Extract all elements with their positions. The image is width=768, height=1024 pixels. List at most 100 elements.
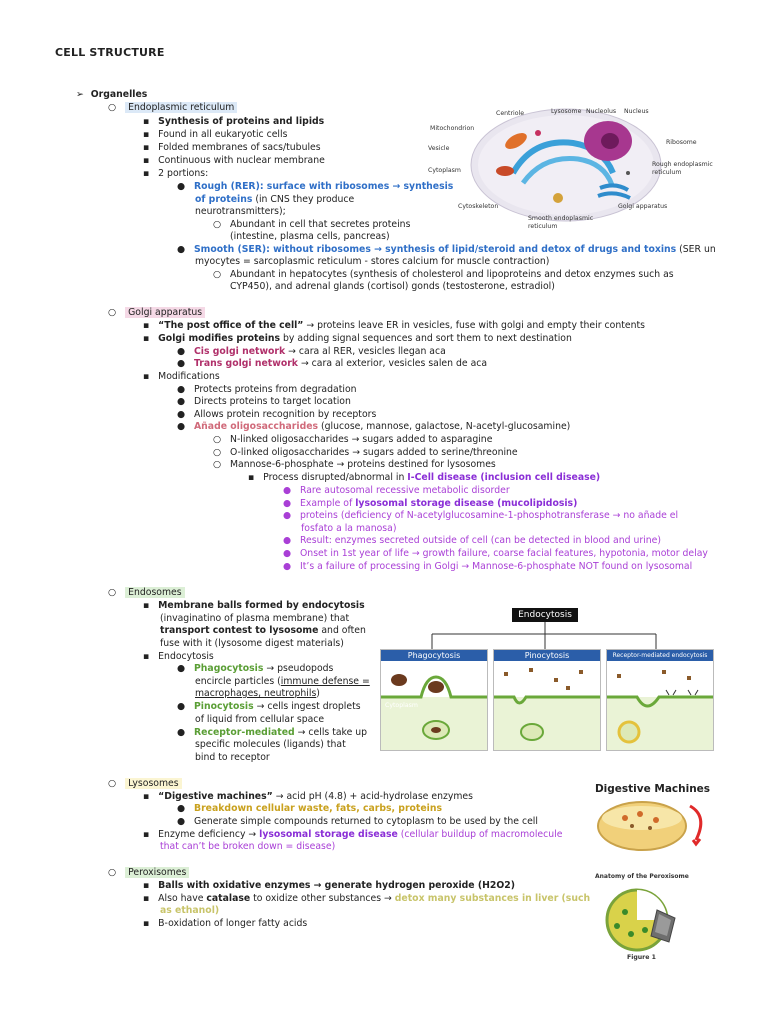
circle-bullet-icon: ○ [108, 102, 117, 113]
oligo-2: ○ O-linked oligosaccharides → sugars add… [213, 447, 518, 458]
circle-bullet-icon: ○ [108, 778, 117, 789]
lysosome-illustration [597, 801, 703, 851]
endo-heading: ○ Endosomes [108, 587, 185, 599]
ser-sub-2: CYP450), and adrenal glands (cortisol) g… [230, 281, 555, 292]
cell-diagram-illustration [470, 108, 662, 222]
lyso-sub-1: ● Breakdown cellular waste, fats, carbs,… [177, 803, 443, 814]
receptor-cont: specific molecules (ligands) that [195, 739, 346, 750]
perox-bullet-2: ▪ Also have catalase to oxidize other su… [143, 893, 591, 904]
perox-bullet-2-cont: as ethanol) [160, 905, 220, 916]
label-nucleus: Nucleus [624, 108, 649, 115]
trans-golgi: ● Trans golgi network → cara al exterior… [177, 358, 488, 369]
organelles-heading: ➢ Organelles [76, 89, 148, 100]
golgi-bullet-1: ▪ “The post office of the cell” → protei… [143, 320, 645, 331]
oligo-1: ○ N-linked oligosaccharides → sugars add… [213, 434, 493, 445]
rer-item-cont: of proteins (in CNS they produce [195, 194, 355, 205]
icell-3-cont: fosfato a la manosa) [301, 523, 397, 534]
oligo-3: ○ Mannose-6-phosphate → proteins destine… [213, 459, 496, 470]
phago-cont: encircle particles (immune defense = [195, 676, 370, 687]
mod-4: ● Añade oligosaccharides (glucose, manno… [177, 421, 571, 432]
pinocytosis-panel: Pinocytosis [493, 649, 601, 751]
icell-2: ● Example of lysosomal storage disease (… [283, 498, 578, 509]
er-bullet-4: ▪ Continuous with nuclear membrane [143, 155, 325, 166]
phagocytosis-panel: Phagocytosis Cytoplasm [380, 649, 488, 751]
digestive-machines-figure: Digestive Machines [590, 780, 715, 855]
rer-item: ● Rough (RER): surface with ribosomes → … [177, 181, 454, 192]
label-smooth-er-2: reticulum [528, 223, 558, 230]
endo-bullet-1: ▪ Membrane balls formed by endocytosis [143, 600, 365, 611]
icell-4: ● Result: enzymes secreted outside of ce… [283, 535, 662, 546]
icell-6: ● It’s a failure of processing in Golgi … [283, 561, 693, 572]
receptor-cont2: bind to receptor [195, 752, 270, 763]
golgi-bullet-2: ▪ Golgi modifies proteins by adding sign… [143, 333, 572, 344]
endocytosis-title: Endocytosis [512, 608, 578, 622]
endo-bullet-1-cont: (invaginatino of plasma membrane) that [160, 613, 350, 624]
receptor-panel: Receptor-mediated endocytosis [606, 649, 714, 751]
label-lysosome: Lysosome [551, 108, 582, 115]
cis-golgi: ● Cis golgi network → cara al RER, vesic… [177, 346, 446, 357]
ser-item-cont: myocytes = sarcoplasmic reticulum - stor… [195, 256, 550, 267]
label-vesicle: Vesicle [428, 145, 450, 152]
icell-1: ● Rare autosomal recessive metabolic dis… [283, 485, 510, 496]
phago-item: ● Phagocytosis → pseudopods [177, 663, 334, 674]
perox-bullet-3: ▪ B-oxidation of longer fatty acids [143, 918, 308, 929]
peroxisome-figure-title: Anatomy of the Peroxisome [595, 873, 689, 880]
label-rough-er-2: reticulum [652, 169, 682, 176]
label-cytoskeleton: Cytoskeleton [458, 203, 499, 210]
label-smooth-er: Smooth endoplasmic [528, 215, 594, 222]
arrow-bullet-icon: ➢ [76, 89, 84, 100]
label-centriole: Centriole [496, 110, 525, 117]
mod-1: ● Protects proteins from degradation [177, 384, 357, 395]
pinocytosis-panel-title: Pinocytosis [494, 650, 600, 661]
endo-bullet-1-cont3: fuse with it (lysosome digest materials) [160, 638, 344, 649]
endo-bullet-1-cont2: transport contest to lysosome and often [160, 625, 366, 636]
rer-item-cont2: neurotransmitters); [195, 206, 286, 217]
cell-diagram: Centriole Lysosome Nucleolus Nucleus Mit… [418, 103, 713, 240]
circle-bullet-icon: ○ [108, 307, 117, 318]
ser-item: ● Smooth (SER): without ribosomes → synt… [177, 244, 716, 255]
ser-sub-1: ○ Abundant in hepatocytes (synthesis of … [213, 269, 674, 280]
mod-3: ● Allows protein recognition by receptor… [177, 409, 377, 420]
er-bullet-1: ▪ Synthesis of proteins and lipids [143, 116, 325, 127]
er-bullet-5: ▪ 2 portions: [143, 168, 209, 179]
icell-5: ● Onset in 1st year of life → growth fai… [283, 548, 708, 559]
golgi-heading: ○ Golgi apparatus [108, 307, 206, 319]
lyso-sub-2: ● Generate simple compounds returned to … [177, 816, 538, 827]
endocytosis-connector-lines [431, 622, 657, 649]
endo-bullet-2: ▪ Endocytosis [143, 651, 214, 662]
digestive-machines-title: Digestive Machines [594, 783, 711, 795]
label-rough-er: Rough endoplasmic [652, 161, 713, 168]
label-cytoplasm: Cytoplasm [428, 167, 461, 174]
pino-cont: of liquid from cellular space [195, 714, 325, 725]
peroxisome-illustration [605, 888, 676, 952]
er-heading: ○ Endoplasmic reticulum [108, 102, 238, 114]
perox-heading: ○ Peroxisomes [108, 867, 190, 879]
phagocytosis-illustration [381, 661, 487, 740]
rer-sub-2: (intestine, plasma cells, pancreas) [230, 231, 390, 242]
icell-3: ● proteins (deficiency of N-acetylglucos… [283, 510, 679, 521]
label-ribosome: Ribosome [666, 139, 697, 146]
endocytosis-figure: Endocytosis Phagocytosis Cytoplasm Pinoc… [380, 608, 714, 751]
golgi-modifications: ▪ Modifications [143, 371, 220, 382]
lyso-heading: ○ Lysosomes [108, 778, 182, 790]
lyso-bullet-2: ▪ Enzyme deficiency → lysosomal storage … [143, 829, 563, 840]
label-mitochondrion: Mitochondrion [430, 125, 475, 132]
phago-cytoplasm-label: Cytoplasm [385, 702, 418, 709]
phagocytosis-panel-title: Phagocytosis [381, 650, 487, 661]
peroxisome-figure: Anatomy of the Peroxisome Figure 1 [587, 870, 707, 962]
phago-cont2: macrophages, neutrophils) [195, 688, 320, 699]
receptor-panel-title: Receptor-mediated endocytosis [607, 650, 713, 661]
label-golgi: Golgi apparatus [618, 203, 668, 210]
circle-bullet-icon: ○ [108, 867, 117, 878]
lyso-bullet-2-cont: that can’t be broken down = disease) [160, 841, 336, 852]
perox-bullet-1: ▪ Balls with oxidative enzymes → generat… [143, 880, 515, 891]
icell-process: ▪ Process disrupted/abnormal in I-Cell d… [248, 472, 601, 483]
er-bullet-3: ▪ Folded membranes of sacs/tubules [143, 142, 321, 153]
receptor-item: ● Receptor-mediated → cells take up [177, 727, 368, 738]
mod-2: ● Directs proteins to target location [177, 396, 351, 407]
label-nucleolus: Nucleolus [586, 108, 617, 115]
peroxisome-figure-caption: Figure 1 [627, 954, 656, 961]
lyso-bullet-1: ▪ “Digestive machines” → acid pH (4.8) +… [143, 791, 473, 802]
er-bullet-2: ▪ Found in all eukaryotic cells [143, 129, 288, 140]
rer-sub-1: ○ Abundant in cell that secretes protein… [213, 219, 411, 230]
